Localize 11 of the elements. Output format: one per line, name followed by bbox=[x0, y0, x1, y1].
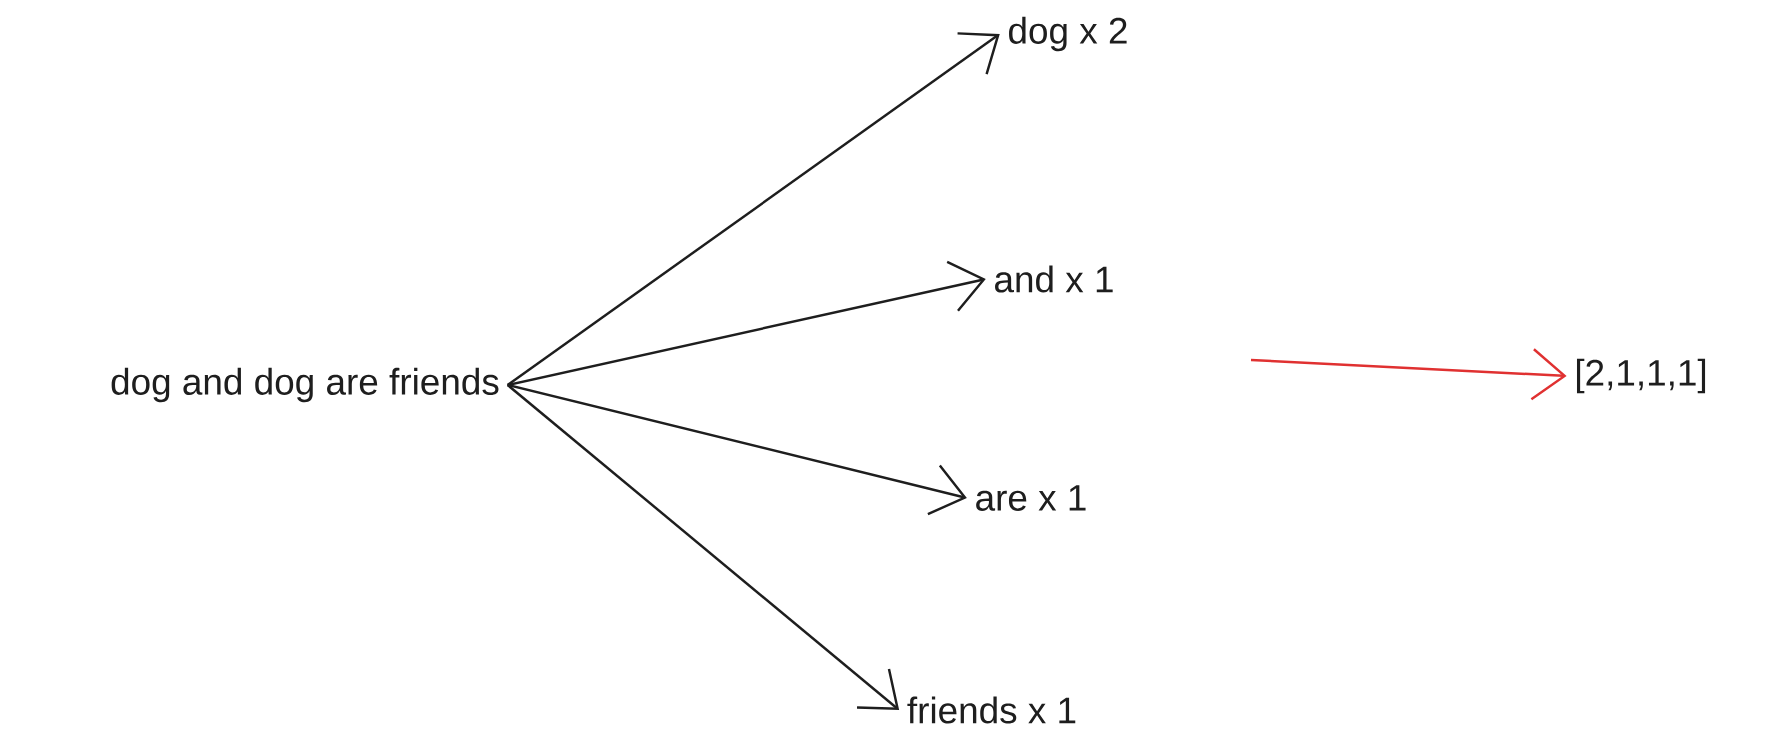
word-label: dog and dog are friends bbox=[111, 367, 499, 403]
arrow bbox=[1250, 348, 1567, 401]
word-label: dog x 2 bbox=[1009, 16, 1127, 52]
word-label: and x 1 bbox=[995, 265, 1113, 293]
word-label: friends x 1 bbox=[907, 696, 1076, 724]
arrow bbox=[507, 260, 986, 387]
word-label: are x 1 bbox=[976, 485, 1086, 511]
word-label: [2,1,1,1] bbox=[1577, 358, 1706, 394]
arrow bbox=[506, 384, 900, 710]
arrow bbox=[506, 32, 1000, 386]
arrow bbox=[507, 383, 967, 516]
